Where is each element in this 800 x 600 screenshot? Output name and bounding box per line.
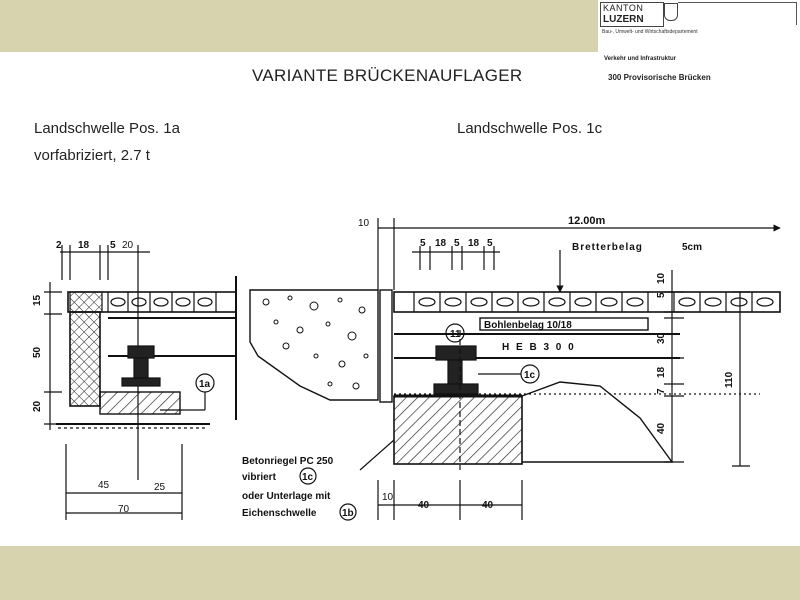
logo-luzern-text: LUZERN	[603, 14, 644, 25]
dim-r-18a: 18	[435, 238, 447, 249]
span-label: 12.00m	[568, 215, 606, 227]
dim-r-5: 5	[656, 292, 667, 298]
dim-5: 5	[110, 240, 116, 251]
dim-r-5c: 5	[487, 238, 493, 249]
dim-15: 15	[32, 294, 43, 306]
drawing-annotations: 2 18 5 20 15 50 20 45 25 70 1a 10 12.00m…	[32, 215, 735, 519]
dim-r-5a: 5	[420, 238, 426, 249]
dim-b-40a: 40	[418, 500, 430, 511]
kanton-logo: KANTON LUZERN	[600, 2, 664, 27]
dim-b-10: 10	[382, 492, 394, 503]
dim-10-top: 10	[358, 218, 370, 229]
bretterbelag-label: Bretterbelag	[572, 242, 643, 253]
logo-kanton-text: KANTON	[603, 3, 644, 13]
page-title: VARIANTE BRÜCKENAUFLAGER	[252, 66, 523, 85]
left-label-line2: vorfabriziert, 2.7 t	[34, 147, 150, 164]
dim-b-40b: 40	[482, 500, 494, 511]
callout-11: 11	[450, 329, 461, 340]
logo-subtitle: Bau-, Umwelt- und Wirtschaftsdepartement	[602, 29, 698, 35]
dim-r-30: 30	[656, 332, 667, 344]
footer-band	[0, 546, 800, 600]
dim-25: 25	[154, 482, 166, 493]
note-line3: oder Unterlage mit	[242, 491, 331, 502]
right-label-line1: Landschwelle Pos. 1c	[457, 120, 603, 137]
coat-of-arms-icon	[664, 3, 678, 21]
note-line2-callout: 1c	[302, 472, 314, 483]
dim-r-10: 10	[656, 272, 667, 284]
note-line1: Betonriegel PC 250	[242, 456, 334, 467]
dim-20: 20	[122, 240, 134, 251]
dim-20-vertical: 20	[32, 400, 43, 412]
left-label-line1: Landschwelle Pos. 1a	[34, 120, 180, 137]
callout-1c: 1c	[524, 370, 536, 381]
dim-45: 45	[98, 480, 110, 491]
dim-r-18: 18	[656, 366, 667, 378]
department-label: Verkehr und Infrastruktur	[604, 56, 677, 62]
bohlenbelag-label: Bohlenbelag 10/18	[484, 320, 572, 331]
dim-r-5b: 5	[454, 238, 460, 249]
dim-r-7: 7	[656, 388, 667, 394]
dim-total-110: 110	[724, 371, 735, 388]
note-line2: vibriert	[242, 472, 277, 483]
dim-50: 50	[32, 346, 43, 358]
logo-rule	[678, 2, 797, 25]
dim-70: 70	[118, 504, 130, 515]
note-line4-callout: 1b	[342, 508, 354, 519]
left-detail	[44, 245, 237, 520]
dim-2: 2	[56, 240, 62, 251]
beam-label: H E B 3 0 0	[502, 342, 576, 353]
page-subtitle: 300 Provisorische Brücken	[608, 73, 711, 82]
note-line4: Eichenschwelle	[242, 508, 317, 519]
callout-1a: 1a	[199, 379, 211, 390]
dim-r-18b: 18	[468, 238, 480, 249]
bretterbelag-thickness: 5cm	[682, 242, 702, 253]
dim-18: 18	[78, 240, 90, 251]
right-detail	[249, 218, 781, 521]
dim-r-40: 40	[656, 422, 667, 434]
